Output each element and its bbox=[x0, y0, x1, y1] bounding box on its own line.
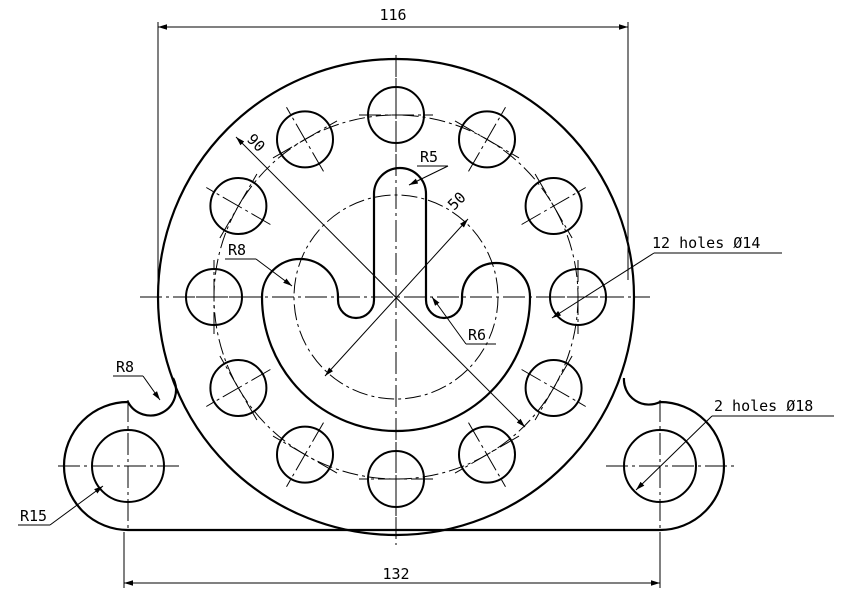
holes14-leader bbox=[551, 252, 655, 319]
r8-slot-label: R8 bbox=[228, 241, 246, 259]
dim-132-label: 132 bbox=[382, 565, 409, 583]
bolt-hole-tangent-centerline bbox=[534, 355, 573, 421]
r6-leader bbox=[431, 296, 467, 345]
dim-116-label: 116 bbox=[379, 6, 406, 24]
bolt-hole-tangent-centerline bbox=[219, 173, 258, 239]
r8-fillet-leader bbox=[142, 375, 161, 401]
r15-label: R15 bbox=[20, 507, 47, 525]
bolt-hole-tangent-centerline bbox=[219, 355, 258, 421]
r15-leader bbox=[49, 485, 104, 526]
bolt-hole-tangent-centerline bbox=[272, 120, 338, 159]
bolt-hole bbox=[524, 359, 583, 417]
dim-line-50 bbox=[324, 218, 469, 377]
holes18-label: 2 holes Ø18 bbox=[714, 397, 813, 415]
r6-label: R6 bbox=[468, 326, 486, 344]
bolt-hole-tangent-centerline bbox=[272, 435, 338, 474]
holes18-leader bbox=[635, 415, 713, 491]
r5-label: R5 bbox=[420, 148, 438, 166]
bolt-hole-tangent-centerline bbox=[454, 120, 520, 159]
bolt-hole bbox=[524, 177, 583, 235]
dim-line-90 bbox=[235, 136, 526, 428]
dim-50-label: 50 bbox=[444, 188, 470, 214]
r8-fillet-label: R8 bbox=[116, 358, 134, 376]
holes14-label: 12 holes Ø14 bbox=[652, 234, 760, 252]
bolt-hole-tangent-centerline bbox=[534, 173, 573, 239]
r8-slot-leader bbox=[255, 258, 293, 287]
r5-leader bbox=[408, 165, 449, 186]
base-outline bbox=[62, 377, 726, 532]
bolt-hole-tangent-centerline bbox=[454, 435, 520, 474]
dim-90-label: 90 bbox=[243, 130, 269, 156]
